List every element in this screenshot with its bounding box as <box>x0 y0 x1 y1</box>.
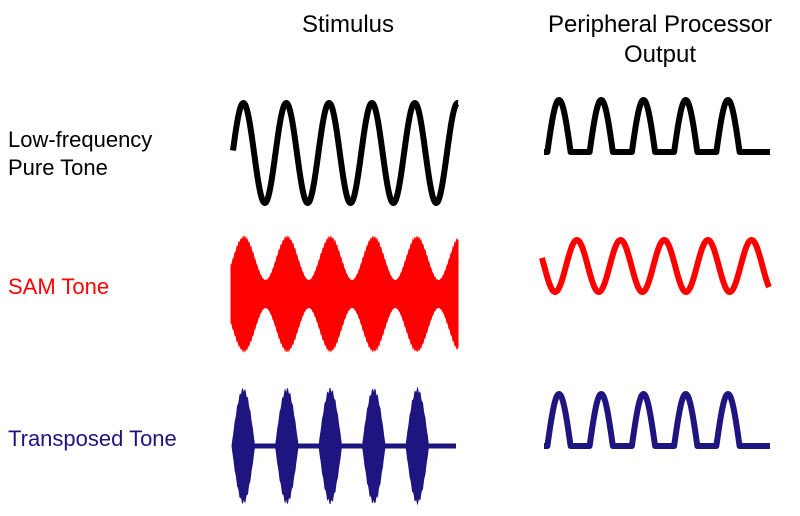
sam-tone-output-wave <box>539 237 772 295</box>
pure-tone-label-line1: Low-frequency <box>8 127 153 152</box>
sam-tone-stimulus-wave <box>230 234 459 354</box>
stimulus-column-header: Stimulus <box>248 10 448 40</box>
transposed-tone-label: Transposed Tone <box>8 426 177 451</box>
stimulus-header-text: Stimulus <box>301 11 395 38</box>
pure-tone-output-wave <box>544 97 770 155</box>
output-header-line1: Peripheral Processor <box>547 11 773 38</box>
output-column-header: Peripheral Processor Output <box>500 10 800 70</box>
pure-tone-stimulus-wave <box>230 100 461 206</box>
pure-tone-label: Low-frequency Pure Tone <box>8 126 152 182</box>
pure-tone-label-line2: Pure Tone <box>8 155 108 180</box>
output-header-line2: Output <box>623 41 697 68</box>
transposed-tone-output-wave <box>544 391 770 449</box>
sam-tone-label: SAM Tone <box>8 274 110 299</box>
